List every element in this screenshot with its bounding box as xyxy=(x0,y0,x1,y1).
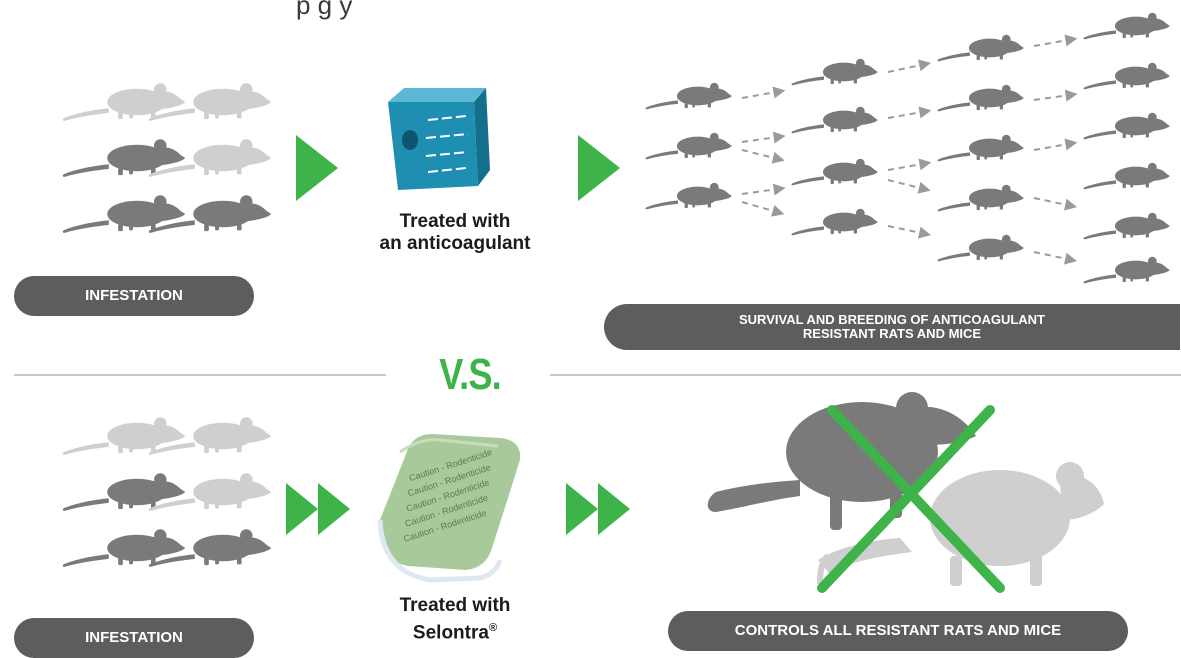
dashed-arrow-icon xyxy=(739,195,787,221)
fast-forward-icon xyxy=(566,483,630,535)
rat-icon xyxy=(645,82,732,110)
label-line: SURVIVAL AND BREEDING OF ANTICOAGULANT xyxy=(739,312,1045,327)
bottom-infestation-label: INFESTATION xyxy=(14,618,254,658)
rat-icon xyxy=(1083,12,1170,40)
rat-icon xyxy=(937,134,1024,162)
dashed-arrow-icon xyxy=(1031,31,1080,53)
rat-icon xyxy=(937,84,1024,112)
caption-line: Treated with xyxy=(399,595,511,616)
survival-breeding-label: SURVIVAL AND BREEDING OF ANTICOAGULANT R… xyxy=(604,304,1180,350)
rat-icon xyxy=(791,106,878,134)
dashed-arrow-icon xyxy=(885,173,934,198)
rat-icon xyxy=(937,34,1024,62)
top-infestation-label: INFESTATION xyxy=(14,276,254,316)
dashed-arrow-icon xyxy=(739,83,788,105)
dashed-arrow-icon xyxy=(1032,86,1080,107)
label-line: RESISTANT RATS AND MICE xyxy=(802,326,982,341)
fast-forward-icon xyxy=(286,483,350,535)
rat-icon xyxy=(791,158,878,186)
bottom-infestation-rats xyxy=(62,417,272,567)
top-treatment-caption: Treated with an anticoagulant xyxy=(350,211,560,255)
caption-line: Selontra® xyxy=(350,617,560,644)
breeding-rats xyxy=(645,12,1170,284)
rat-icon xyxy=(1083,256,1170,284)
rat-icon xyxy=(791,208,878,236)
top-infestation-rats xyxy=(62,83,272,233)
dashed-arrows xyxy=(739,31,1080,269)
registered-mark: ® xyxy=(488,622,498,634)
dashed-arrow-icon xyxy=(740,128,788,149)
dashed-arrow-icon xyxy=(1031,191,1080,215)
rat-icon xyxy=(1083,112,1170,140)
rat-icon xyxy=(791,58,878,86)
rat-icon xyxy=(645,182,732,210)
divider-left xyxy=(14,374,386,376)
dashed-arrow-icon xyxy=(1031,245,1080,269)
divider-right xyxy=(550,374,1181,376)
dashed-arrow-icon xyxy=(885,155,934,177)
rat-icon xyxy=(937,184,1024,212)
dashed-arrow-icon xyxy=(885,103,934,125)
dashed-arrow-icon xyxy=(885,55,934,79)
rat-icon xyxy=(645,132,732,160)
bottom-treatment-caption: Treated with Selontra® xyxy=(350,595,560,644)
header-text: p g y xyxy=(296,0,353,20)
caption-line: Treated with xyxy=(399,211,511,232)
caption-line: an anticoagulant xyxy=(379,233,531,254)
dashed-arrow-icon xyxy=(885,219,934,243)
rat-icon xyxy=(1083,162,1170,190)
vs-separator: V.S. xyxy=(439,350,501,399)
dashed-arrow-icon xyxy=(1031,135,1080,157)
eliminated-rats xyxy=(707,392,1104,593)
play-arrow-icon xyxy=(296,135,338,201)
rat-icon xyxy=(1083,212,1170,240)
dashed-arrow-icon xyxy=(739,143,788,168)
rat-icon xyxy=(1083,62,1170,90)
controls-all-label: CONTROLS ALL RESISTANT RATS AND MICE xyxy=(668,611,1128,651)
anticoagulant-bait-icon xyxy=(388,88,490,190)
product-name: Selontra xyxy=(412,622,489,644)
rat-icon xyxy=(937,234,1024,262)
cross-out-icon xyxy=(817,405,1005,593)
dashed-arrow-icon xyxy=(740,180,788,201)
selontra-bait-icon: Caution - Rodenticide Caution - Rodentic… xyxy=(377,434,521,583)
play-arrow-icon xyxy=(578,135,620,201)
